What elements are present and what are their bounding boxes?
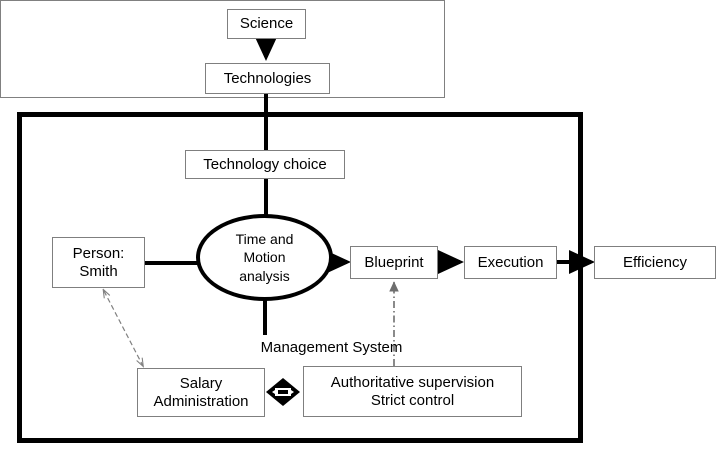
- node-science[interactable]: Science: [227, 9, 306, 39]
- node-science-label: Science: [239, 15, 294, 33]
- node-technologies-label: Technologies: [223, 69, 312, 87]
- system-boundary-frame: [17, 112, 583, 443]
- node-salary-administration-label: Salary Administration: [153, 374, 249, 410]
- management-system-title: Management System: [260, 339, 403, 356]
- node-technology-choice[interactable]: Technology choice: [185, 150, 345, 179]
- node-authoritative-supervision-label: Authoritative supervision Strict control: [330, 373, 495, 409]
- management-system-container: [0, 0, 445, 98]
- node-time-motion-analysis-label: Time and Motion analysis: [235, 231, 294, 284]
- edge-salary-supervision-double-arrow: [266, 378, 300, 406]
- node-technologies[interactable]: Technologies: [205, 63, 330, 94]
- node-efficiency[interactable]: Efficiency: [594, 246, 716, 279]
- node-blueprint-label: Blueprint: [364, 253, 424, 271]
- node-authoritative-supervision[interactable]: Authoritative supervision Strict control: [303, 366, 522, 417]
- node-blueprint[interactable]: Blueprint: [350, 246, 438, 279]
- node-technology-choice-label: Technology choice: [203, 155, 327, 173]
- node-person-smith[interactable]: Person: Smith: [52, 237, 145, 288]
- node-salary-administration[interactable]: Salary Administration: [137, 368, 265, 417]
- node-execution[interactable]: Execution: [464, 246, 557, 279]
- node-person-smith-label: Person: Smith: [72, 244, 125, 280]
- edge-person-to-salary-dashed: [104, 291, 143, 366]
- node-time-motion-analysis[interactable]: Time and Motion analysis: [196, 214, 333, 301]
- node-efficiency-label: Efficiency: [623, 253, 687, 271]
- node-execution-label: Execution: [477, 253, 544, 271]
